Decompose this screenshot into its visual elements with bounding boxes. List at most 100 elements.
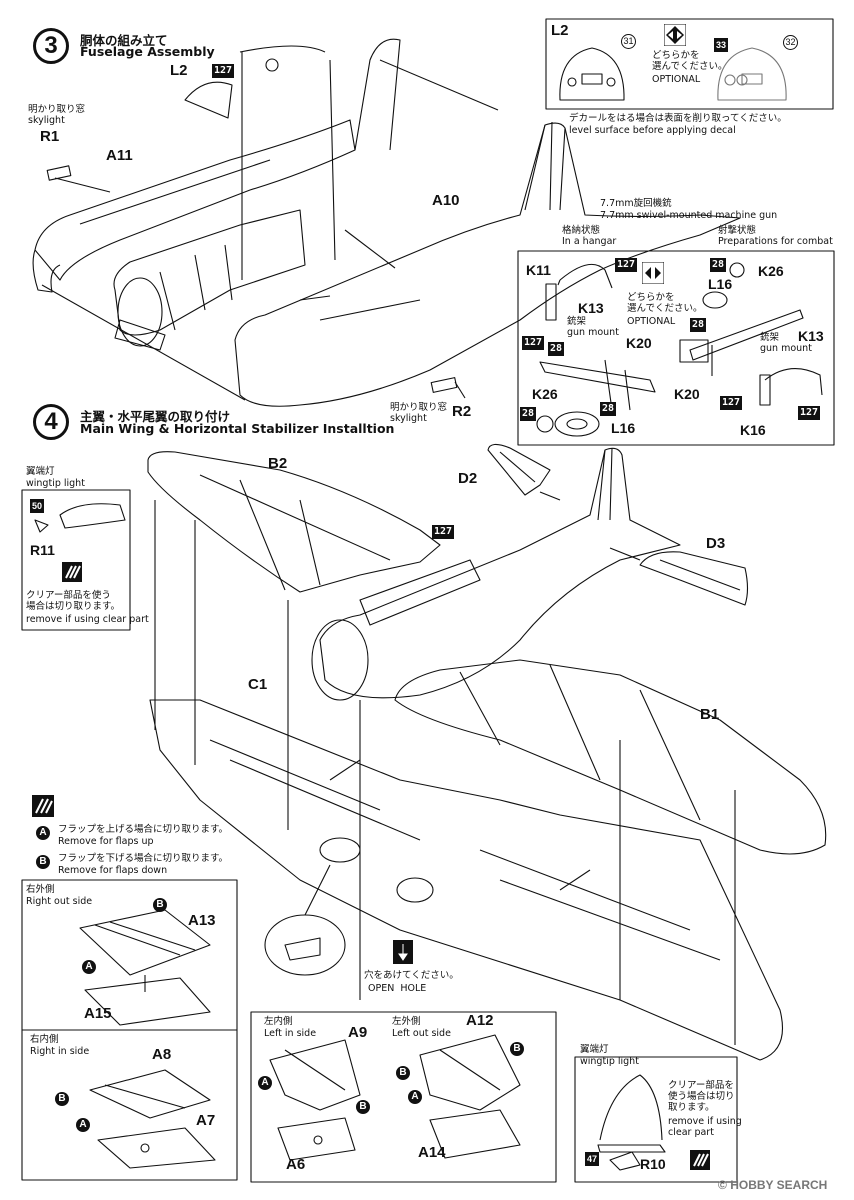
combat-jp: 射撃状態 xyxy=(718,225,757,236)
wingtip-left-clear-jp: クリアー部品を使う 場合は切り取ります。 xyxy=(26,590,121,612)
decal-note-jp: デカールをはる場合は表面を削り取ってください。 xyxy=(569,113,787,124)
step4-127-badge: 127 xyxy=(432,525,455,539)
right-in-title-jp: 右内側 xyxy=(30,1034,59,1045)
mg-127-badge-3: 127 xyxy=(720,396,743,410)
part-b1: B1 xyxy=(700,706,720,723)
left-in-b-marker: B xyxy=(356,1100,370,1114)
combat-en: Preparations for combat xyxy=(718,236,833,247)
color-33: 33 xyxy=(714,38,728,52)
left-out-b-marker-2: B xyxy=(396,1066,410,1080)
left-out-title-jp: 左外側 xyxy=(392,1016,421,1027)
step-4-number: 4 xyxy=(33,404,69,440)
flap-b-jp: フラップを下げる場合に切り取ります。 xyxy=(58,853,229,864)
gun-mount-en-right: gun mount xyxy=(760,343,812,354)
part-a12: A12 xyxy=(466,1012,494,1029)
hangar-jp: 格納状態 xyxy=(562,225,601,236)
step-3-number: 3 xyxy=(33,28,69,64)
right-in-title-en: Right in side xyxy=(30,1046,90,1057)
right-out-a-marker: A xyxy=(82,960,96,974)
part-k26-left: K26 xyxy=(532,386,558,402)
skylight-label-en: skylight xyxy=(28,115,65,126)
paint-127-badge: 127 xyxy=(212,64,235,78)
color-32: 32 xyxy=(783,35,798,50)
fuselage-left-half-a11 xyxy=(32,38,401,293)
part-d3: D3 xyxy=(706,535,726,552)
part-l2: L2 xyxy=(170,62,188,79)
l2-detail-label: L2 xyxy=(551,22,569,39)
cut-tool-icon-2 xyxy=(32,795,54,817)
stabilizer-d2 xyxy=(487,443,551,496)
mg-28-badge-3: 28 xyxy=(548,342,565,356)
step-3-title-en: Fuselage Assembly xyxy=(80,44,215,59)
optional-choice-icon xyxy=(663,23,687,47)
part-k20-left: K20 xyxy=(626,335,652,351)
mg-28-badge-2: 28 xyxy=(690,318,707,332)
flap-a-en: Remove for flaps up xyxy=(58,836,154,847)
part-l16-right: L16 xyxy=(708,276,733,292)
gun-mount-jp-right: 銃架 xyxy=(760,332,780,343)
canopy-l2 xyxy=(184,81,233,119)
skylight-label-jp: 明かり取り窓 xyxy=(28,104,86,115)
wingtip-left-num: 50 xyxy=(30,499,44,513)
part-k16: K16 xyxy=(740,422,766,438)
part-r1: R1 xyxy=(40,128,60,145)
skylight-label-en-2: skylight xyxy=(390,413,427,424)
left-in-title-jp: 左内側 xyxy=(264,1016,293,1027)
left-out-a-marker: A xyxy=(408,1090,422,1104)
skylight-label-jp-2: 明かり取り窓 xyxy=(390,402,448,413)
part-b2: B2 xyxy=(268,455,288,472)
mg-127-badge-2: 127 xyxy=(522,336,545,350)
mg-either-jp: どちらかを 選んでください。 xyxy=(627,292,703,314)
l2-optional: OPTIONAL xyxy=(652,74,701,85)
drill-icon xyxy=(393,940,413,964)
watermark-text: HOBBY SEARCH xyxy=(730,1178,828,1192)
color-31: 31 xyxy=(621,34,636,49)
wingtip-left-clear-en: remove if using clear part xyxy=(26,614,149,625)
part-l16-left: L16 xyxy=(611,420,636,436)
part-a6: A6 xyxy=(286,1156,306,1173)
wingtip-right-clear-en: remove if using clear part xyxy=(668,1116,742,1138)
part-r10: R10 xyxy=(640,1156,666,1172)
part-a10: A10 xyxy=(432,192,460,209)
right-in-a-marker: A xyxy=(76,1118,90,1132)
flap-a-marker: A xyxy=(36,826,50,840)
cut-tool-icon xyxy=(62,562,82,582)
mg-28-badge-5: 28 xyxy=(600,402,617,416)
part-k26: K26 xyxy=(758,263,784,279)
part-a13: A13 xyxy=(188,912,216,929)
mg-28-badge-4: 28 xyxy=(520,407,537,421)
step-4-title-jp: 主翼・水平尾翼の取り付け xyxy=(80,409,231,424)
mount-rods xyxy=(239,45,336,280)
left-in-title-en: Left in side xyxy=(264,1028,317,1039)
flap-a-jp: フラップを上げる場合に切り取ります。 xyxy=(58,824,229,835)
cut-tool-icon-3 xyxy=(690,1150,710,1170)
part-r2: R2 xyxy=(452,403,472,420)
right-in-b-marker: B xyxy=(55,1092,69,1106)
mg-title-en: 7.7mm swivel-mounted machine gun xyxy=(600,210,778,221)
stabilizer-d3 xyxy=(639,551,749,606)
fuselage-right-half-a10 xyxy=(234,121,741,407)
part-a8: A8 xyxy=(152,1046,172,1063)
gun-mount-jp-left: 銃架 xyxy=(567,316,587,327)
part-a11: A11 xyxy=(106,147,133,164)
lower-wing-c1 xyxy=(149,699,784,1061)
wingtip-right-num: 47 xyxy=(585,1152,599,1166)
wingtip-left-title-jp: 翼端灯 xyxy=(26,466,55,477)
right-out-title-jp: 右外側 xyxy=(26,884,55,895)
part-a7: A7 xyxy=(196,1112,216,1129)
mg-optional-icon xyxy=(641,261,665,285)
mg-127-badge-4: 127 xyxy=(798,406,821,420)
open-hole-en: OPEN HOLE xyxy=(368,983,427,994)
part-a15: A15 xyxy=(84,1005,112,1022)
left-out-b-marker: B xyxy=(510,1042,524,1056)
flap-b-en: Remove for flaps down xyxy=(58,865,168,876)
part-k13-left: K13 xyxy=(578,300,604,316)
mg-optional: OPTIONAL xyxy=(627,316,676,327)
part-k13-right: K13 xyxy=(798,328,824,344)
decal-note-en: level surface before applying decal xyxy=(569,125,736,136)
right-wing-b1 xyxy=(394,659,827,855)
left-in-a-marker: A xyxy=(258,1076,272,1090)
fuselage-assembled xyxy=(311,447,681,701)
part-k20-right: K20 xyxy=(674,386,700,402)
